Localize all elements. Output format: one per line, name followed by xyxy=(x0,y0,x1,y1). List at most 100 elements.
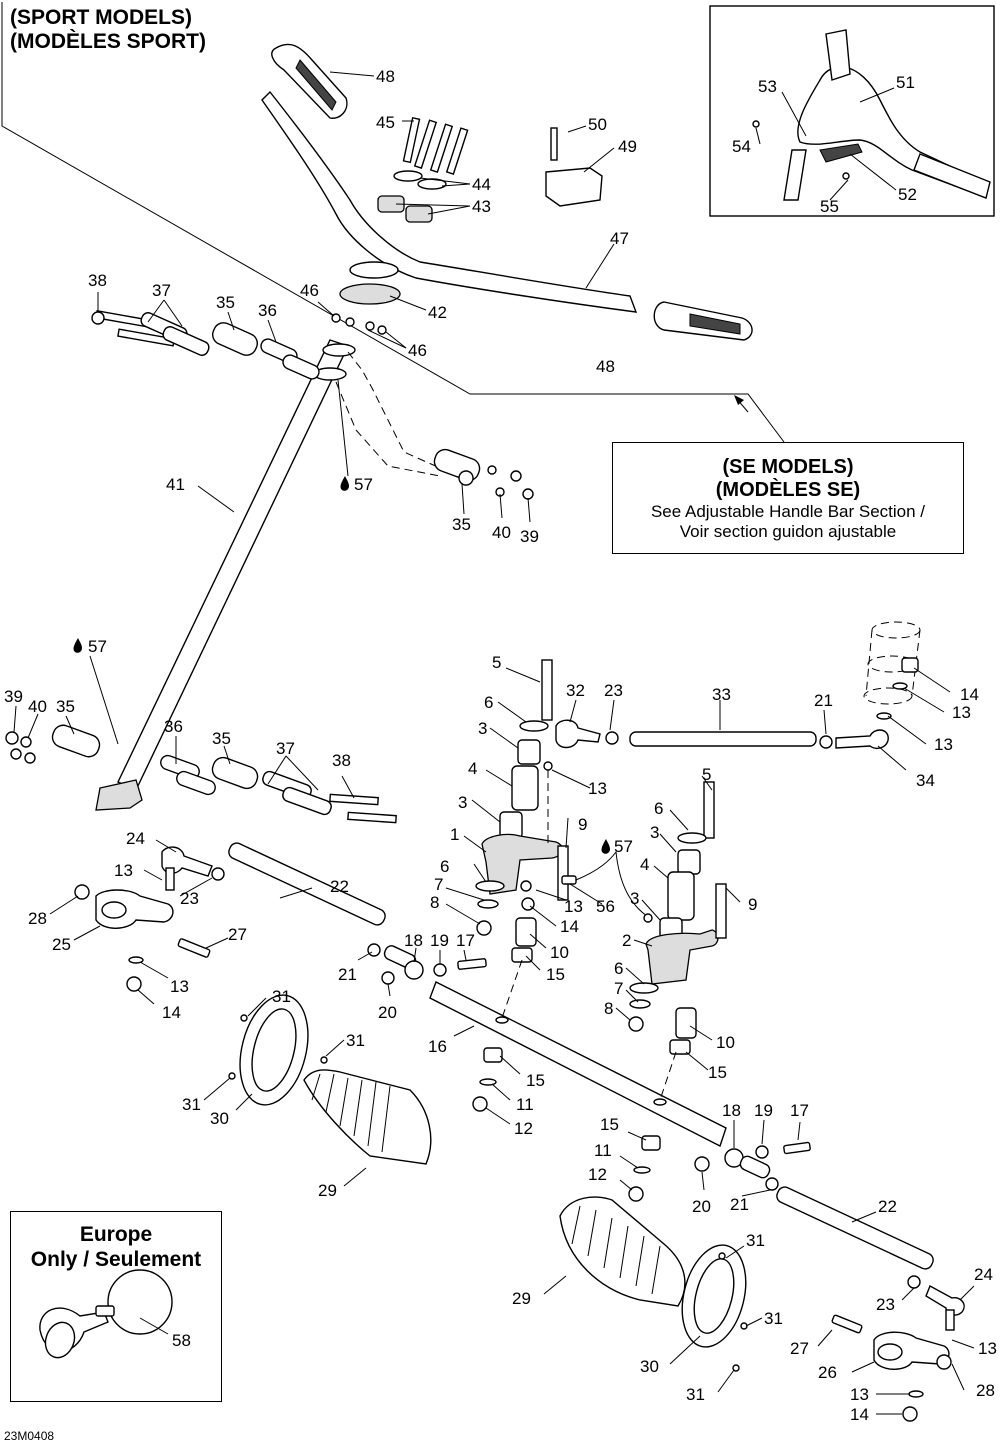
se-models-note-fr: Voir section guidon ajustable xyxy=(679,522,897,541)
upper-link-dashes-2 xyxy=(335,381,441,477)
callout-35c: 35 xyxy=(56,697,75,716)
callout-53: 53 xyxy=(758,77,777,96)
callout-36: 36 xyxy=(258,301,277,320)
callout-30b: 30 xyxy=(640,1357,659,1376)
lubricant-icon xyxy=(340,476,349,491)
callout-46: 46 xyxy=(300,281,319,300)
callout-46b: 46 xyxy=(408,341,427,360)
callout-38b: 38 xyxy=(332,751,351,770)
callout-18: 18 xyxy=(404,931,423,950)
callout-13: 13 xyxy=(952,703,971,722)
bracket-49 xyxy=(545,167,603,207)
callout-14d: 14 xyxy=(850,1405,869,1424)
ball-joint-32 xyxy=(555,719,601,749)
callout-50: 50 xyxy=(588,115,607,134)
callout-13e: 13 xyxy=(114,861,133,880)
callout-31f: 31 xyxy=(686,1385,705,1404)
callout-31: 31 xyxy=(272,987,291,1006)
inset-lever xyxy=(819,143,863,163)
bolt-27b xyxy=(831,1314,863,1334)
callout-6d: 6 xyxy=(614,959,623,978)
callout-23c: 23 xyxy=(876,1295,895,1314)
handlebar-clamp xyxy=(405,205,433,223)
callout-13f: 13 xyxy=(170,977,189,996)
callout-7b: 7 xyxy=(614,979,623,998)
callout-34: 34 xyxy=(916,771,935,790)
sleeve-4 xyxy=(511,765,539,811)
callout-19b: 19 xyxy=(754,1101,773,1120)
se-models-note: (SE MODELS) (MODÈLES SE) See Adjustable … xyxy=(612,442,964,554)
upper-link-arm xyxy=(433,448,534,500)
callout-15: 15 xyxy=(546,965,565,984)
callout-19: 19 xyxy=(430,931,449,950)
inset-frame xyxy=(709,5,995,217)
callout-6: 6 xyxy=(484,693,493,712)
grip-left-pattern xyxy=(295,59,337,111)
upper-link-dashes xyxy=(347,351,441,469)
grease-fitting-56 xyxy=(561,875,577,885)
callout-14: 14 xyxy=(960,685,979,704)
callout-10b: 10 xyxy=(716,1033,735,1052)
tie-rod-22-right xyxy=(776,1186,934,1270)
callout-20b: 20 xyxy=(692,1197,711,1216)
callout-57c: 57 xyxy=(614,837,633,856)
callout-39: 39 xyxy=(520,527,539,546)
callout-9: 9 xyxy=(578,815,587,834)
callout-11: 11 xyxy=(516,1095,534,1114)
callout-14c: 14 xyxy=(162,1003,181,1022)
riser-top xyxy=(349,261,399,279)
callout-56: 56 xyxy=(596,897,615,916)
callout-3: 3 xyxy=(478,719,487,738)
callout-36b: 36 xyxy=(164,717,183,736)
nut-14 xyxy=(901,657,919,673)
callout-30: 30 xyxy=(210,1109,229,1128)
callout-31c: 31 xyxy=(182,1095,201,1114)
lubricant-icon xyxy=(601,839,610,854)
grip-right-pattern xyxy=(689,313,741,335)
steering-column xyxy=(117,339,349,791)
pitman-arm-2 xyxy=(645,929,719,985)
callout-29: 29 xyxy=(318,1181,337,1200)
callout-35: 35 xyxy=(216,293,235,312)
bolt-5b xyxy=(703,781,715,839)
callout-2: 2 xyxy=(622,931,631,950)
callout-49: 49 xyxy=(618,137,637,156)
callout-13c: 13 xyxy=(588,779,607,798)
callout-32: 32 xyxy=(566,681,585,700)
bolt-27 xyxy=(177,938,211,958)
callout-6c: 6 xyxy=(654,799,663,818)
callout-47: 47 xyxy=(610,229,629,248)
callout-22b: 22 xyxy=(878,1197,897,1216)
callout-labels: 48 45 50 49 44 43 47 38 37 35 36 46 42 4… xyxy=(4,67,997,1424)
callout-17b: 17 xyxy=(790,1101,809,1120)
boot-ribs-left xyxy=(311,1073,391,1153)
callout-3d: 3 xyxy=(630,889,639,908)
sport-models-title-fr: (MODÈLES SPORT) xyxy=(10,30,207,53)
callout-5: 5 xyxy=(492,653,501,672)
steering-arm-25 xyxy=(95,889,174,929)
column-dashed xyxy=(871,621,921,639)
callout-39b: 39 xyxy=(4,687,23,706)
inset-grip-right xyxy=(913,153,991,199)
callout-52: 52 xyxy=(898,185,917,204)
tie-rod-22-left xyxy=(228,842,386,926)
callout-24b: 24 xyxy=(974,1265,993,1284)
callout-15d: 15 xyxy=(600,1115,619,1134)
clamp-washer xyxy=(393,170,423,182)
callout-28: 28 xyxy=(28,909,47,928)
callout-55: 55 xyxy=(820,197,839,216)
callout-26: 26 xyxy=(818,1363,837,1382)
callout-27b: 27 xyxy=(790,1339,809,1358)
europe-only-box: Europe Only / Seulement xyxy=(10,1211,222,1402)
callout-4: 4 xyxy=(468,759,477,778)
callout-3c: 3 xyxy=(650,823,659,842)
callout-20: 20 xyxy=(378,1003,397,1022)
callout-13h: 13 xyxy=(850,1385,869,1404)
callout-13d: 13 xyxy=(564,897,583,916)
bushing-3 xyxy=(517,739,541,765)
sport-models-title: (SPORT MODELS) (MODÈLES SPORT) xyxy=(10,6,206,54)
callout-15b: 15 xyxy=(708,1063,727,1082)
screw-50 xyxy=(550,127,558,161)
ball-joint-24-right xyxy=(925,1285,965,1316)
callout-13b: 13 xyxy=(934,735,953,754)
